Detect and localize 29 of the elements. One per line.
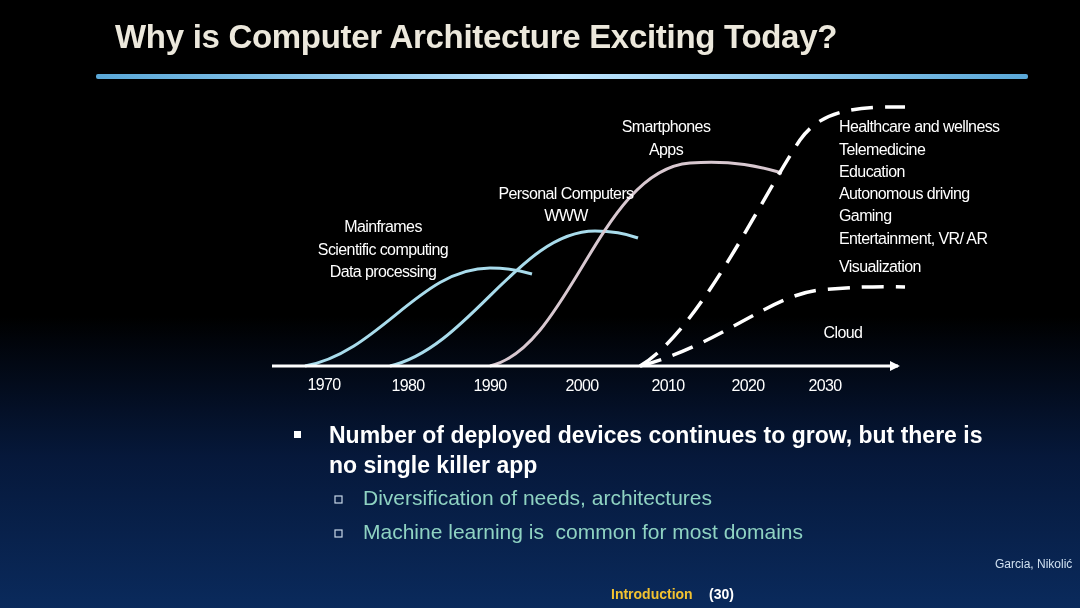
application-label: Cloud bbox=[823, 324, 863, 342]
era-label: Data processing bbox=[329, 263, 437, 281]
year-label: 2010 bbox=[651, 377, 685, 395]
era-label: Scientific computing bbox=[317, 241, 449, 259]
sub-bullet-text: Machine learning is common for most domains bbox=[363, 520, 803, 544]
year-label: 1990 bbox=[473, 377, 507, 395]
era-label: Personal Computers bbox=[498, 185, 634, 203]
era-label: WWW bbox=[544, 207, 588, 225]
application-label: Education bbox=[839, 163, 905, 181]
sub-bullet-text: Diversification of needs, architectures bbox=[363, 486, 712, 510]
application-label: Entertainment, VR/ AR bbox=[839, 230, 988, 248]
era-label: Apps bbox=[648, 141, 684, 159]
era-label: Mainframes bbox=[344, 218, 422, 236]
year-label: 1970 bbox=[307, 376, 341, 394]
application-label: Telemedicine bbox=[839, 141, 926, 159]
application-label: Visualization bbox=[839, 258, 921, 276]
year-label: 2000 bbox=[565, 377, 599, 395]
page-number: (30) bbox=[709, 586, 734, 602]
era-label: Smartphones bbox=[621, 118, 711, 136]
footer-section: Introduction bbox=[611, 586, 693, 602]
slide-title: Why is Computer Architecture Exciting Today? bbox=[115, 18, 838, 56]
bullet-text: Number of deployed devices continues to grow, but there is no single killer app bbox=[329, 421, 984, 480]
year-label: 2020 bbox=[731, 377, 765, 395]
application-label: Healthcare and wellness bbox=[839, 118, 1000, 136]
author-credit: Garcia, Nikolić bbox=[995, 557, 1073, 571]
application-label: Gaming bbox=[839, 207, 892, 225]
year-label: 2030 bbox=[808, 377, 842, 395]
year-label: 1980 bbox=[391, 377, 425, 395]
application-label: Autonomous driving bbox=[839, 185, 970, 203]
